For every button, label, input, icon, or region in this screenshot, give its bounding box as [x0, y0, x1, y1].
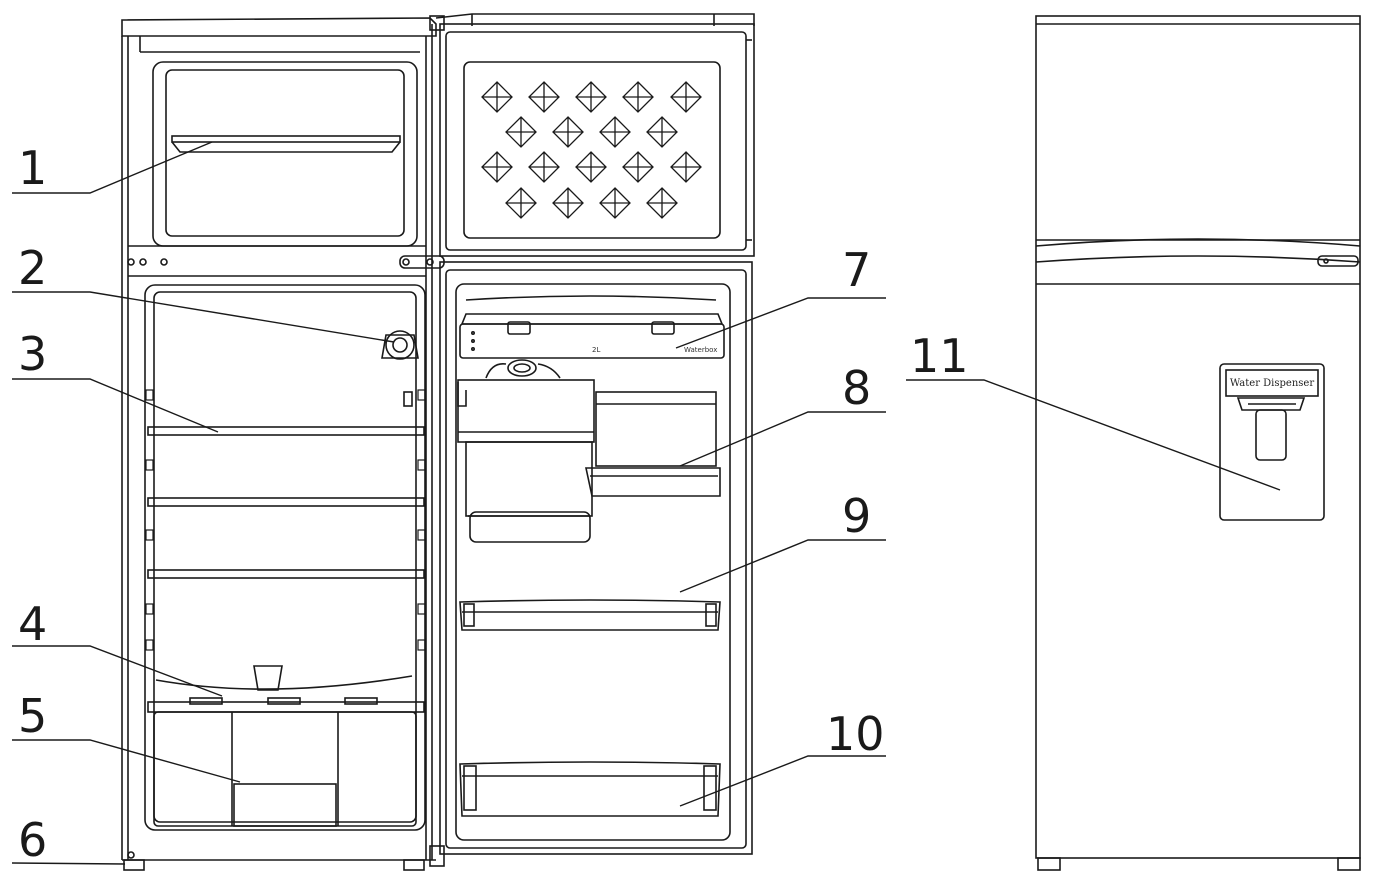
callout-2: 2 — [18, 241, 47, 295]
door-balcony-small — [585, 467, 721, 497]
thermostat-lamp — [381, 330, 419, 360]
emboss-diamond — [622, 151, 654, 183]
control-panel-label: 2L — [592, 346, 600, 354]
water-dispenser-label: Water Dispenser — [1230, 378, 1314, 389]
freezer-shelf — [171, 135, 401, 143]
callout-4: 4 — [18, 597, 47, 651]
emboss-diamond — [552, 116, 584, 148]
emboss-diamond — [528, 151, 560, 183]
emboss-diamond — [575, 151, 607, 183]
freezer-compartment — [127, 61, 426, 277]
water-outlet — [507, 359, 537, 377]
adjustable-foot — [403, 859, 425, 871]
fridge-compartment — [123, 284, 426, 871]
door-balcony-middle — [459, 599, 721, 631]
emboss-diamond — [481, 151, 513, 183]
emboss-diamond — [622, 81, 654, 113]
emboss-diamond — [505, 187, 537, 219]
emboss-diamond — [528, 81, 560, 113]
glass-shelf — [147, 426, 425, 436]
callout-9: 9 — [842, 489, 871, 543]
fridge-door — [439, 261, 753, 855]
emboss-diamond — [670, 151, 702, 183]
door-balcony-bottom — [459, 761, 721, 817]
emboss-diamond — [670, 81, 702, 113]
fridge-front-view — [1035, 15, 1361, 871]
emboss-diamond — [599, 187, 631, 219]
emboss-diamond — [575, 81, 607, 113]
callout-7: 7 — [842, 243, 871, 297]
callout-1: 1 — [18, 141, 47, 195]
water-tank — [457, 379, 595, 543]
dispenser-lever — [1255, 409, 1287, 461]
callout-numbers: 1 2 3 4 5 6 7 8 9 10 11 — [18, 141, 969, 867]
freezer-door — [435, 13, 755, 257]
leader-lines — [11, 141, 1281, 865]
front-hinge — [1317, 255, 1359, 267]
callout-8: 8 — [842, 361, 871, 415]
emboss-diamond — [646, 116, 678, 148]
emboss-diamond — [505, 116, 537, 148]
freezer-door-panel — [463, 61, 721, 239]
control-panel-brand: Waterbox — [684, 346, 717, 354]
control-panel — [459, 313, 725, 359]
callout-11: 11 — [910, 329, 969, 383]
emboss-diamond — [646, 187, 678, 219]
freezer-door-emboss — [481, 81, 702, 219]
callout-10: 10 — [826, 707, 885, 761]
fridge-cabinet — [121, 17, 437, 861]
emboss-diamond — [481, 81, 513, 113]
water-dispenser — [1219, 363, 1325, 521]
adjustable-foot — [123, 859, 145, 871]
callout-3: 3 — [18, 327, 47, 381]
glass-shelf — [147, 569, 425, 579]
callout-5: 5 — [18, 689, 47, 743]
emboss-diamond — [552, 187, 584, 219]
emboss-diamond — [599, 116, 631, 148]
drain-funnel — [253, 665, 283, 691]
hinges — [399, 15, 445, 867]
glass-shelf — [147, 497, 425, 507]
callout-6: 6 — [18, 813, 47, 867]
